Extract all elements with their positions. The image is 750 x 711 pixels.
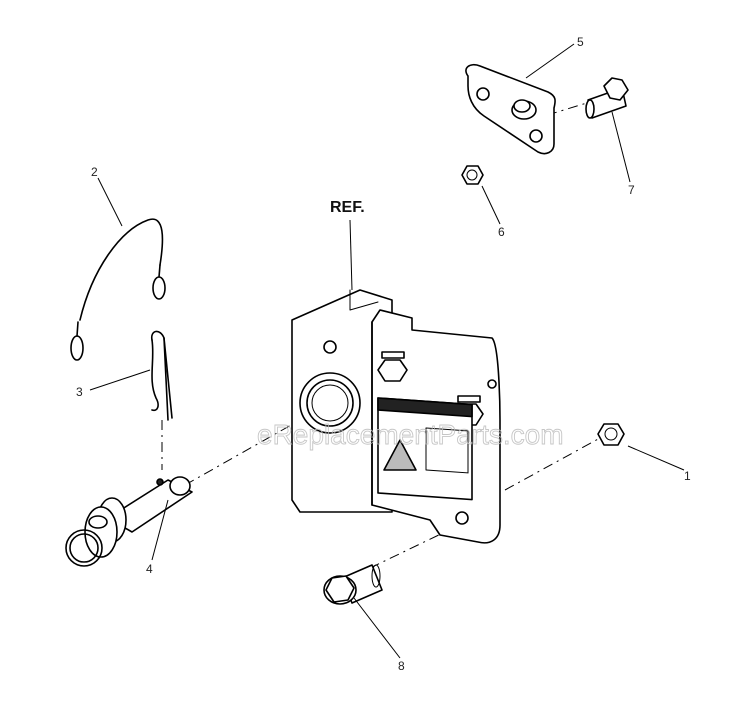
leader-ref (349, 219, 353, 291)
leader-3 (89, 369, 151, 391)
leader-4 (151, 499, 169, 561)
watermark: eReplacementParts.com (257, 419, 564, 450)
callout-1: 1 (684, 469, 691, 483)
centerline-nut (504, 437, 601, 491)
leader-6 (481, 185, 501, 225)
callout-6: 6 (498, 225, 505, 239)
reference-label: REF. (330, 199, 365, 216)
callout-8: 8 (398, 659, 405, 673)
centerline-pin (184, 419, 301, 486)
part-6-hex-nut (461, 165, 484, 185)
part-2-cable-lanyard (70, 218, 166, 361)
leader-1 (627, 445, 685, 471)
callout-2: 2 (91, 165, 98, 179)
part-7-bolt (585, 77, 629, 119)
callout-3: 3 (76, 385, 83, 399)
leader-5 (525, 43, 575, 79)
part-4-hitch-pin (65, 476, 193, 567)
callout-5: 5 (577, 35, 584, 49)
ref-mounting-bracket (291, 289, 501, 544)
callout-7: 7 (628, 183, 635, 197)
part-8-flange-bolt (323, 564, 383, 605)
leader-7 (611, 111, 631, 183)
part-3-hair-pin-clip (150, 330, 173, 421)
callout-4: 4 (146, 562, 153, 576)
leader-8 (353, 597, 401, 659)
leader-2 (97, 177, 123, 227)
part-1-hex-lock-nut (597, 423, 625, 446)
part-5-tow-plate (465, 63, 556, 155)
